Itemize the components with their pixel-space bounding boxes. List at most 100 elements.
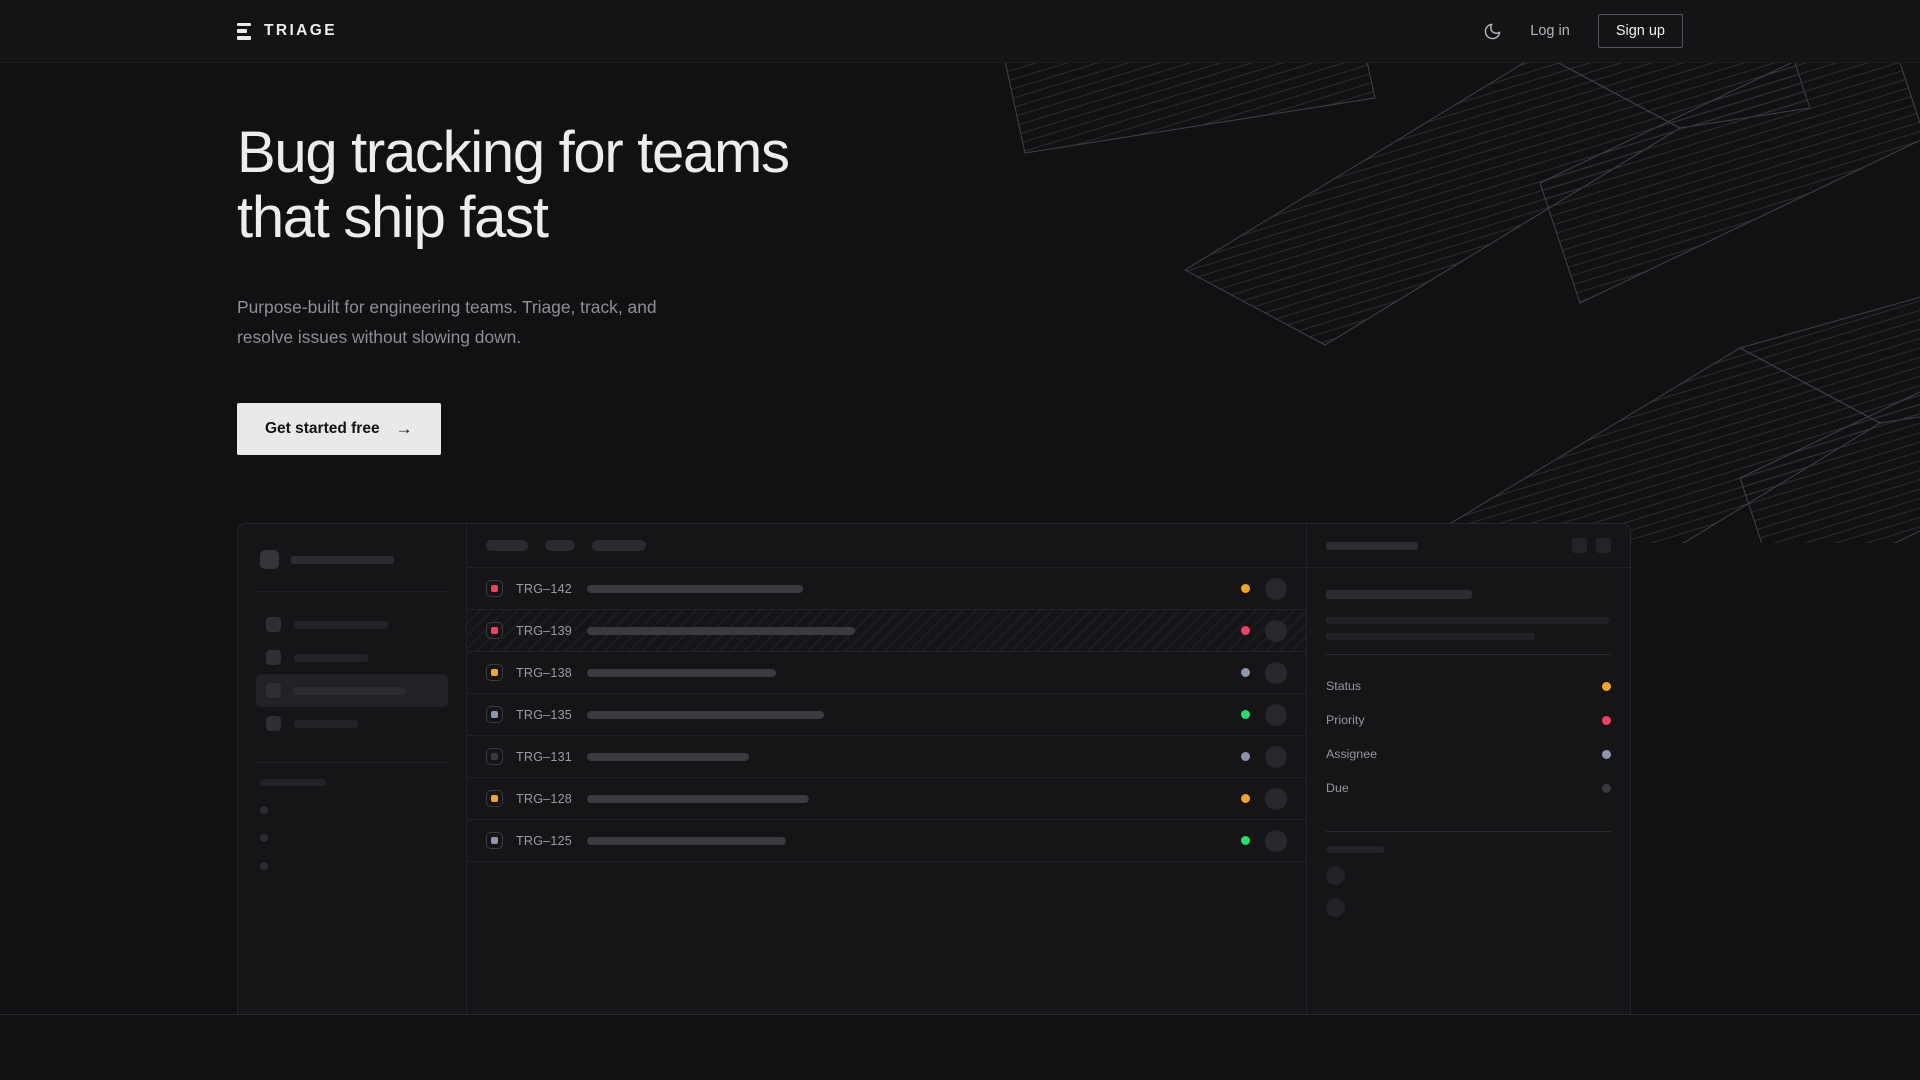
nav-actions: Log in Sign up (1483, 14, 1683, 48)
priority-indicator (486, 622, 503, 639)
filter-chip-2[interactable] (592, 540, 646, 551)
table-row[interactable]: TRG–139 (467, 610, 1306, 652)
filter-chip-1[interactable] (545, 540, 575, 551)
sidebar-item-1[interactable] (256, 641, 448, 674)
comment-avatar[interactable] (1326, 866, 1345, 885)
table-row[interactable]: TRG–131 (467, 736, 1306, 778)
detail-action-button-2[interactable] (1596, 538, 1611, 553)
table-row[interactable]: TRG–142 (467, 568, 1306, 610)
sidebar-subitem-2[interactable] (256, 852, 448, 880)
get-started-button[interactable]: Get started free → (237, 402, 441, 455)
page-title: Bug tracking for teams that ship fast (237, 120, 790, 250)
issue-description-skeleton (1326, 617, 1611, 640)
sidebar-item-label-skeleton (294, 620, 388, 629)
description-line-1 (1326, 633, 1535, 640)
sidebar-item-label-skeleton (294, 686, 405, 695)
top-navigation-bar: TRIAGE Log in Sign up (0, 0, 1920, 63)
issue-id: TRG–142 (516, 581, 572, 596)
field-value-dot (1602, 749, 1611, 759)
issue-title-skeleton (587, 836, 786, 845)
issue-id: TRG–138 (516, 665, 572, 680)
detail-title-skeleton (1326, 541, 1418, 550)
login-link[interactable]: Log in (1530, 23, 1570, 39)
description-line-0 (1326, 617, 1609, 624)
status-badge (1241, 794, 1250, 803)
issue-id: TRG–125 (516, 833, 572, 848)
workspace-name-skeleton (291, 555, 394, 564)
table-row[interactable]: TRG–128 (467, 778, 1306, 820)
preview-sidebar (238, 524, 467, 1015)
priority-indicator (486, 580, 503, 597)
sidebar-section-label-skeleton (260, 779, 326, 786)
sidebar-item-icon (266, 716, 281, 731)
sidebar-item-label-skeleton (294, 719, 358, 728)
sidebar-subitem-dot-icon (260, 834, 268, 842)
issue-id: TRG–128 (516, 791, 572, 806)
preview-sidebar-logo (256, 544, 448, 569)
priority-indicator (486, 748, 503, 765)
field-priority[interactable]: Priority (1326, 703, 1611, 737)
issue-id: TRG–139 (516, 623, 572, 638)
detail-panel-header (1307, 524, 1630, 568)
avatar[interactable] (1265, 661, 1287, 684)
avatar[interactable] (1265, 787, 1287, 810)
table-row[interactable]: TRG–135 (467, 694, 1306, 736)
sidebar-subitem-1[interactable] (256, 824, 448, 852)
brand-logo[interactable]: TRIAGE (237, 22, 337, 40)
field-status[interactable]: Status (1326, 669, 1611, 703)
sidebar-item-2[interactable] (256, 674, 448, 707)
get-started-label: Get started free (265, 419, 380, 437)
issue-id: TRG–131 (516, 749, 572, 764)
avatar[interactable] (1265, 703, 1287, 726)
table-row[interactable]: TRG–125 (467, 820, 1306, 862)
sidebar-item-icon (266, 683, 281, 698)
table-row[interactable]: TRG–138 (467, 652, 1306, 694)
field-value-dot (1602, 681, 1611, 691)
sidebar-item-0[interactable] (256, 608, 448, 641)
field-assignee[interactable]: Assignee (1326, 737, 1611, 771)
comment-avatar[interactable] (1326, 898, 1345, 917)
signup-button[interactable]: Sign up (1597, 14, 1683, 48)
preview-sidebar-nav (256, 608, 448, 740)
field-due[interactable]: Due (1326, 771, 1611, 805)
arrow-right-icon: → (395, 419, 413, 439)
filter-chip-0[interactable] (486, 540, 528, 551)
preview-sidebar-subitems (256, 796, 448, 880)
moon-icon[interactable] (1483, 22, 1502, 41)
issue-title-skeleton (587, 584, 803, 593)
detail-action-button-1[interactable] (1572, 538, 1587, 553)
issue-title-skeleton (587, 752, 749, 761)
row-meta (1241, 829, 1287, 852)
field-label: Status (1326, 679, 1362, 693)
field-value-dot (1602, 783, 1611, 793)
priority-indicator (486, 706, 503, 723)
sidebar-item-icon (266, 617, 281, 632)
issue-title-skeleton (587, 794, 809, 803)
divider (256, 762, 448, 763)
status-badge (1241, 710, 1250, 719)
status-badge (1241, 626, 1250, 635)
issue-id: TRG–135 (516, 707, 572, 722)
field-label: Due (1326, 781, 1349, 795)
workspace-avatar (260, 550, 279, 569)
comments-label-skeleton (1326, 846, 1384, 853)
divider (256, 591, 448, 592)
preview-list-toolbar (467, 524, 1306, 568)
avatar[interactable] (1265, 619, 1287, 642)
sidebar-subitem-0[interactable] (256, 796, 448, 824)
section-divider (0, 1014, 1920, 1015)
row-meta (1241, 577, 1287, 600)
sidebar-item-3[interactable] (256, 707, 448, 740)
avatar[interactable] (1265, 829, 1287, 852)
sidebar-subitem-dot-icon (260, 862, 268, 870)
brand-name: TRIAGE (264, 22, 337, 39)
avatar[interactable] (1265, 577, 1287, 600)
hero-section: Bug tracking for teams that ship fast Pu… (0, 63, 1920, 543)
row-meta (1241, 787, 1287, 810)
avatar[interactable] (1265, 745, 1287, 768)
status-badge (1241, 752, 1250, 761)
